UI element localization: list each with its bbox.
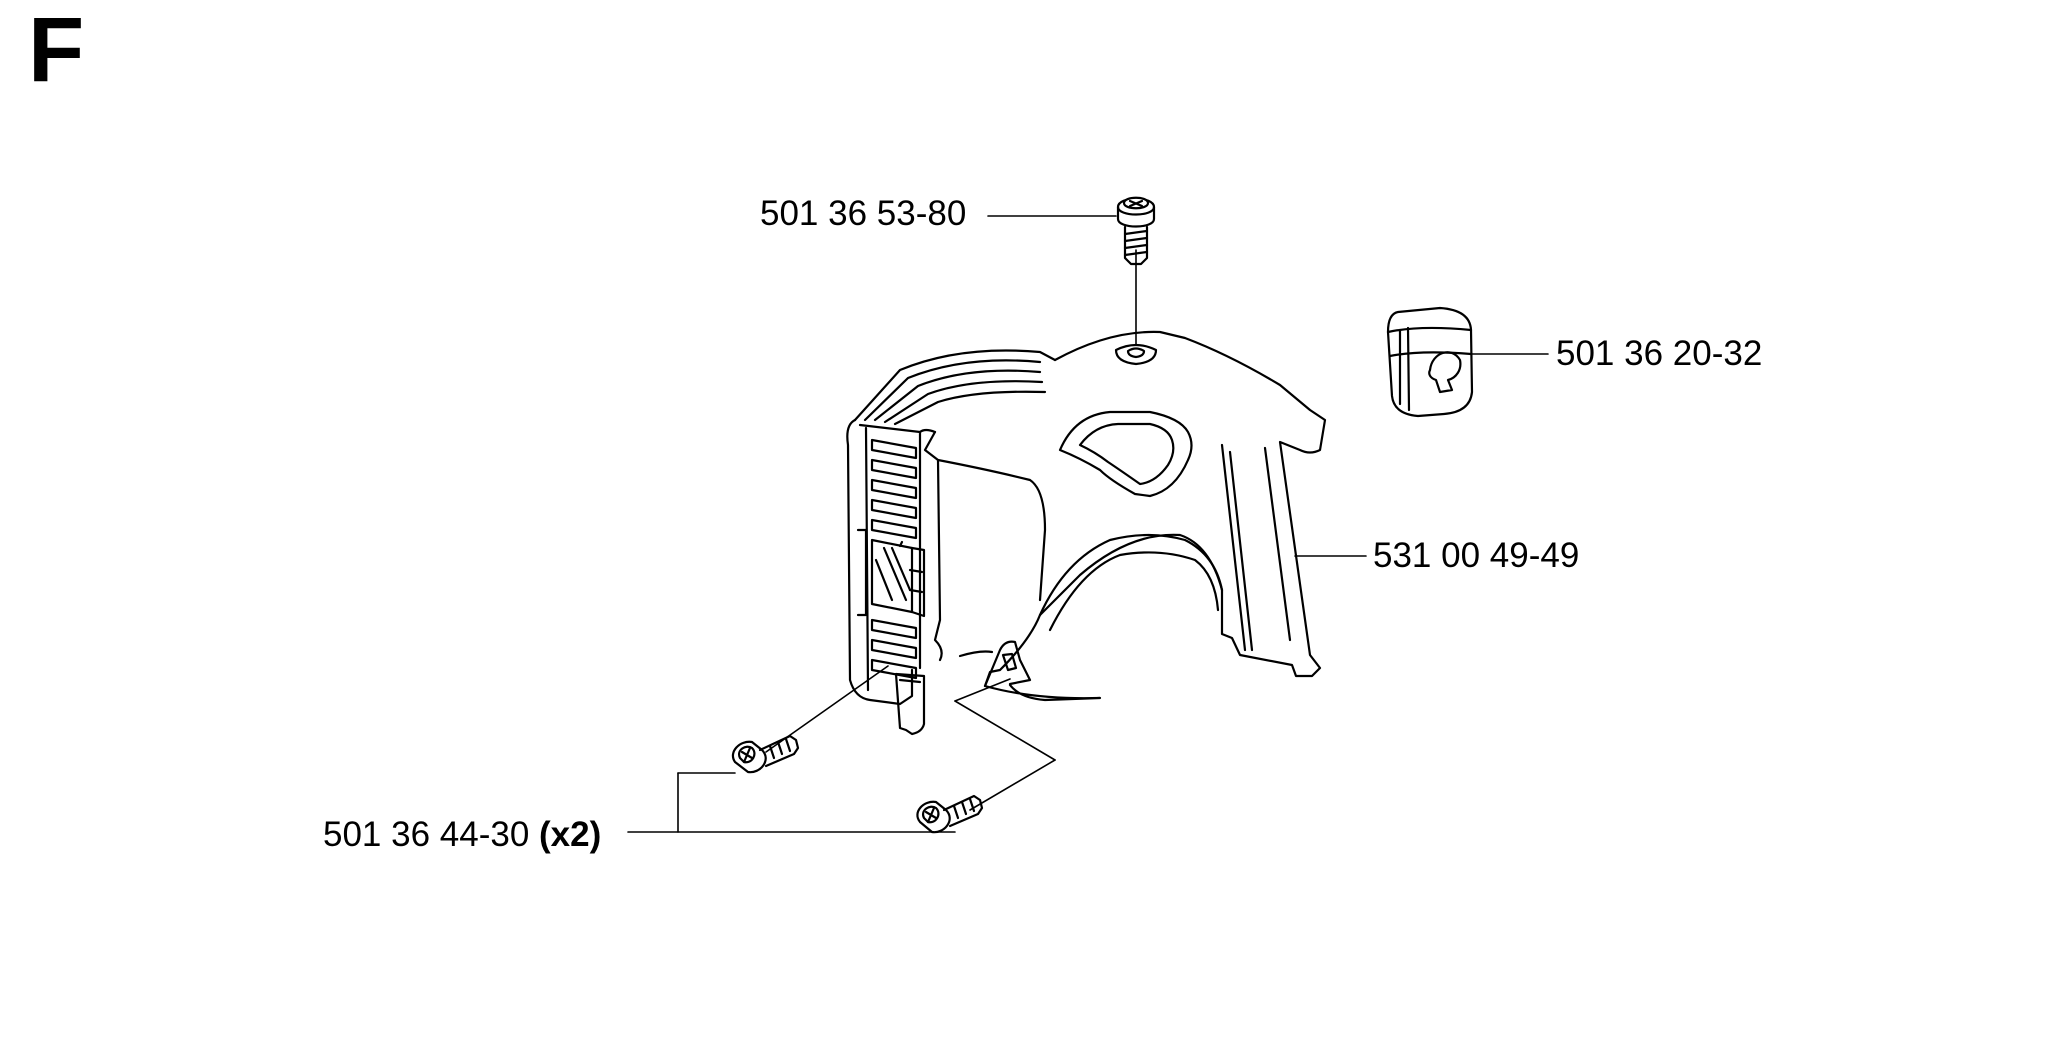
part-label-cylinder-cover: 531 00 49-49 xyxy=(1373,536,1580,575)
section-letter: F xyxy=(28,0,85,101)
screw-icon xyxy=(916,794,984,834)
cylinder-cover-icon xyxy=(846,330,1327,736)
part-number: 501 36 44-30 xyxy=(323,815,530,854)
screw-icon xyxy=(1116,196,1156,266)
part-label-grommet: 501 36 20-32 xyxy=(1556,334,1763,373)
part-label-screw: 501 36 53-80 xyxy=(760,194,967,233)
leader-lines xyxy=(627,215,1549,833)
grommet-icon xyxy=(1386,306,1474,418)
quantity-label: (x2) xyxy=(539,815,602,854)
screw-icon xyxy=(731,734,800,774)
part-label-screws: 501 36 44-30 (x2) xyxy=(323,817,601,852)
